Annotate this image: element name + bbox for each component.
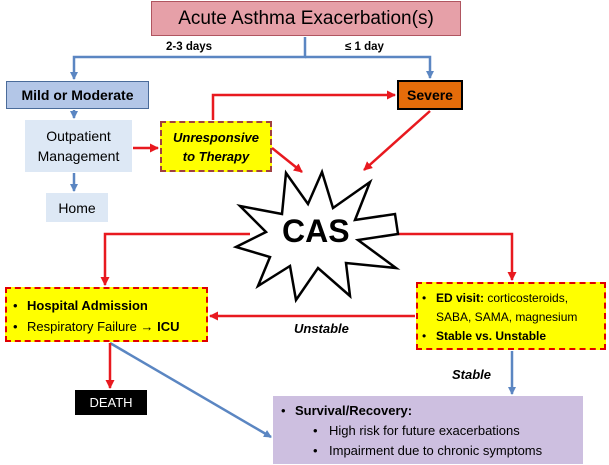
branch-label-right: ≤ 1 day bbox=[345, 41, 384, 53]
bullet-icon: • bbox=[313, 443, 318, 458]
bullet-icon: • bbox=[13, 298, 18, 313]
survival-item-2: Impairment due to chronic symptoms bbox=[329, 443, 543, 458]
stable-vs-unstable-text: Stable vs. Unstable bbox=[436, 329, 547, 343]
death-label: DEATH bbox=[89, 395, 133, 410]
outpatient-line-1: Outpatient bbox=[46, 128, 111, 144]
branch-label-left: 2-3 days bbox=[166, 41, 213, 53]
home-label: Home bbox=[58, 199, 96, 216]
hospital-row-2: • Respiratory Failure → ICU bbox=[13, 316, 206, 337]
arrow-cas-to-hospital bbox=[100, 232, 250, 286]
bullet-icon: • bbox=[281, 403, 286, 418]
arrow-unresponsive-to-severe bbox=[211, 90, 396, 120]
arrow-title-to-severe bbox=[305, 55, 434, 79]
arrow-severe-to-cas bbox=[363, 110, 431, 171]
hospital-row-1: • Hospital Admission bbox=[13, 295, 206, 316]
icu-text: ICU bbox=[157, 319, 180, 334]
ed-visit-heading: ED visit: bbox=[436, 291, 485, 305]
ed-visit-box: • ED visit: corticosteroids, SABA, SAMA, … bbox=[416, 282, 606, 350]
unresponsive-box: Unresponsive to Therapy bbox=[160, 121, 272, 172]
red-connectors bbox=[100, 90, 517, 389]
right-arrow-icon: → bbox=[140, 319, 154, 334]
outpatient-line-2: Management bbox=[37, 148, 120, 164]
ed-row-1: • ED visit: corticosteroids, bbox=[422, 289, 604, 308]
stable-label: Stable bbox=[452, 367, 492, 382]
cas-label: CAS bbox=[282, 213, 350, 249]
arrow-title-to-mild bbox=[70, 37, 307, 80]
arrow-unresponsive-to-cas bbox=[271, 147, 303, 173]
hospital-admission-text: Hospital Admission bbox=[27, 298, 148, 313]
survival-title: Survival/Recovery: bbox=[295, 403, 413, 418]
hospital-admission-box: • Hospital Admission • Respiratory Failure… bbox=[5, 287, 208, 342]
mild-moderate-box: Mild or Moderate bbox=[6, 81, 149, 109]
survival-row-title: • Survival/Recovery: bbox=[281, 401, 583, 421]
ed-row-3: • Stable vs. Unstable bbox=[422, 327, 604, 346]
blue-connectors bbox=[70, 37, 516, 439]
death-box: DEATH bbox=[75, 390, 147, 415]
cas-starburst bbox=[232, 168, 401, 304]
outpatient-management-box: Outpatient Management bbox=[25, 120, 132, 172]
title-box: Acute Asthma Exacerbation(s) bbox=[151, 1, 461, 36]
survival-row-1: • High risk for future exacerbations bbox=[281, 421, 583, 441]
mild-moderate-label: Mild or Moderate bbox=[21, 87, 134, 103]
unstable-label: Unstable bbox=[294, 321, 349, 336]
unresponsive-line-2: to Therapy bbox=[182, 148, 250, 164]
severe-box: Severe bbox=[397, 80, 463, 110]
survival-recovery-box: • Survival/Recovery: • High risk for futur… bbox=[273, 396, 583, 464]
title-text: Acute Asthma Exacerbation(s) bbox=[178, 7, 434, 29]
ed-treatment-text: corticosteroids, bbox=[487, 291, 569, 305]
arrow-cas-to-ed bbox=[398, 232, 517, 281]
bullet-icon: • bbox=[422, 329, 427, 343]
ed-treatment-text-cont: SABA, SAMA, magnesium bbox=[436, 310, 578, 324]
bullet-icon: • bbox=[13, 319, 18, 334]
survival-item-1: High risk for future exacerbations bbox=[329, 423, 520, 438]
ed-row-2: SABA, SAMA, magnesium bbox=[422, 308, 604, 327]
bullet-icon: • bbox=[422, 291, 427, 305]
arrow-hospital-to-survival bbox=[109, 341, 272, 439]
bullet-icon: • bbox=[313, 423, 318, 438]
unresponsive-line-1: Unresponsive bbox=[173, 129, 259, 145]
respiratory-failure-text: Respiratory Failure bbox=[27, 319, 137, 334]
survival-row-2: • Impairment due to chronic symptoms bbox=[281, 441, 583, 461]
severe-label: Severe bbox=[407, 87, 453, 103]
home-box: Home bbox=[46, 193, 108, 222]
